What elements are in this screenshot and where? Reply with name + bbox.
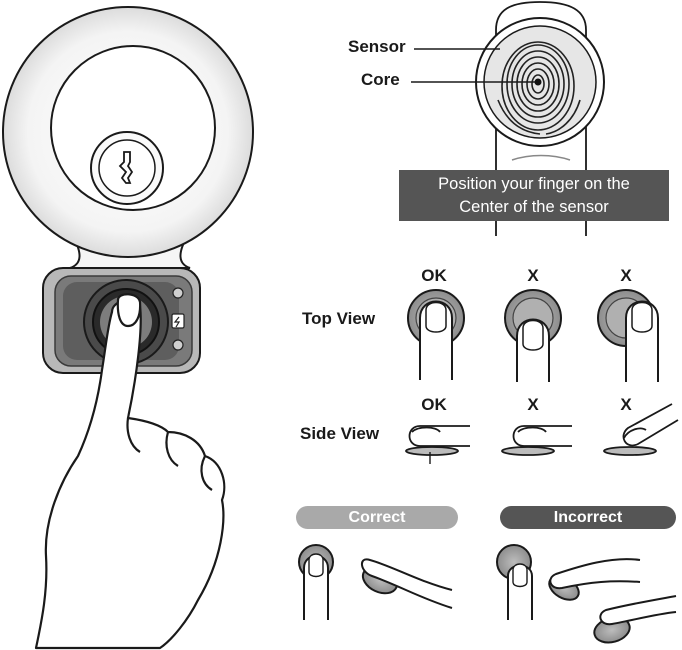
status-led-top-icon: [172, 287, 184, 299]
correct-badge: Correct: [296, 506, 458, 529]
top-view-x1-icon: [504, 289, 562, 382]
incorrect-example-icons: [496, 544, 677, 644]
top-view-col-x1: X: [527, 266, 539, 285]
incorrect-badge: Incorrect: [500, 506, 676, 529]
correct-example-icons: [298, 544, 453, 620]
top-view-label: Top View: [302, 309, 376, 328]
top-view-col-ok: OK: [421, 266, 447, 285]
top-view-col-x2: X: [620, 266, 632, 285]
pointing-hand-icon: [34, 293, 226, 650]
side-view-col-ok: OK: [421, 395, 447, 414]
side-view-label: Side View: [300, 424, 380, 443]
battery-icon: [171, 313, 185, 329]
side-view-col-x2: X: [620, 395, 632, 414]
caption-line-1: Position your finger on the: [438, 174, 630, 193]
instruction-caption: Position your finger on the Center of th…: [399, 170, 669, 221]
fingerprint-icon: [497, 41, 581, 135]
keyway-icon: [118, 151, 134, 184]
side-view-ok-icon: [405, 425, 470, 464]
side-view-x1-icon: [501, 425, 572, 456]
core-dot-icon: [534, 78, 542, 86]
side-view-x2-icon: [603, 403, 679, 456]
deadbolt-lock: [2, 6, 254, 269]
status-led-bottom-icon: [172, 339, 184, 351]
side-view-col-x1: X: [527, 395, 539, 414]
top-view-x2-icon: [597, 289, 659, 382]
sensor-label: Sensor: [348, 37, 406, 56]
core-label: Core: [361, 70, 400, 89]
top-view-ok-icon: [407, 289, 465, 380]
caption-line-2: Center of the sensor: [459, 197, 609, 216]
